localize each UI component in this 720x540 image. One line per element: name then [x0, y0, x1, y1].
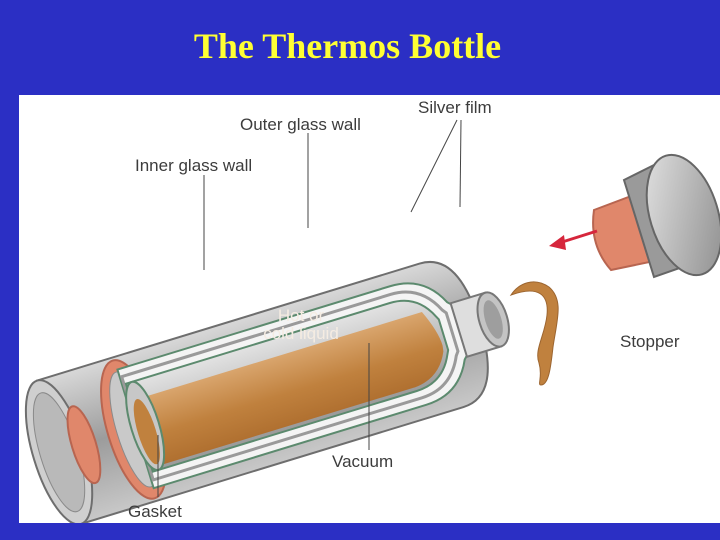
stopper-assembly	[549, 153, 720, 279]
label-gasket: Gasket	[128, 502, 182, 521]
label-hot-cold-liquid: Hot or cold liquid	[241, 307, 361, 343]
bottom-gasket	[66, 405, 102, 485]
pouring-liquid	[509, 281, 559, 386]
label-hot-liquid-line2: cold liquid	[263, 323, 339, 343]
slide-title: The Thermos Bottle	[193, 26, 502, 66]
label-vacuum: Vacuum	[332, 452, 394, 471]
label-outer-glass-wall: Outer glass wall	[240, 115, 361, 134]
label-stopper: Stopper	[620, 332, 680, 351]
label-inner-glass-wall: Inner glass wall	[135, 156, 253, 175]
stopper-cap-top	[645, 153, 720, 277]
stopper-arrow	[558, 229, 598, 245]
liquid-fill	[133, 312, 444, 468]
silver-film-layer	[119, 290, 460, 482]
label-silver-film: Silver film	[418, 98, 492, 117]
thermos-diagram: Silver film Outer glass wall Inner glass…	[19, 95, 720, 523]
thermos-illustration	[24, 119, 720, 523]
leader-lines	[157, 119, 462, 497]
bottle-body	[24, 261, 510, 523]
label-hot-liquid-line1: Hot or	[277, 306, 325, 325]
